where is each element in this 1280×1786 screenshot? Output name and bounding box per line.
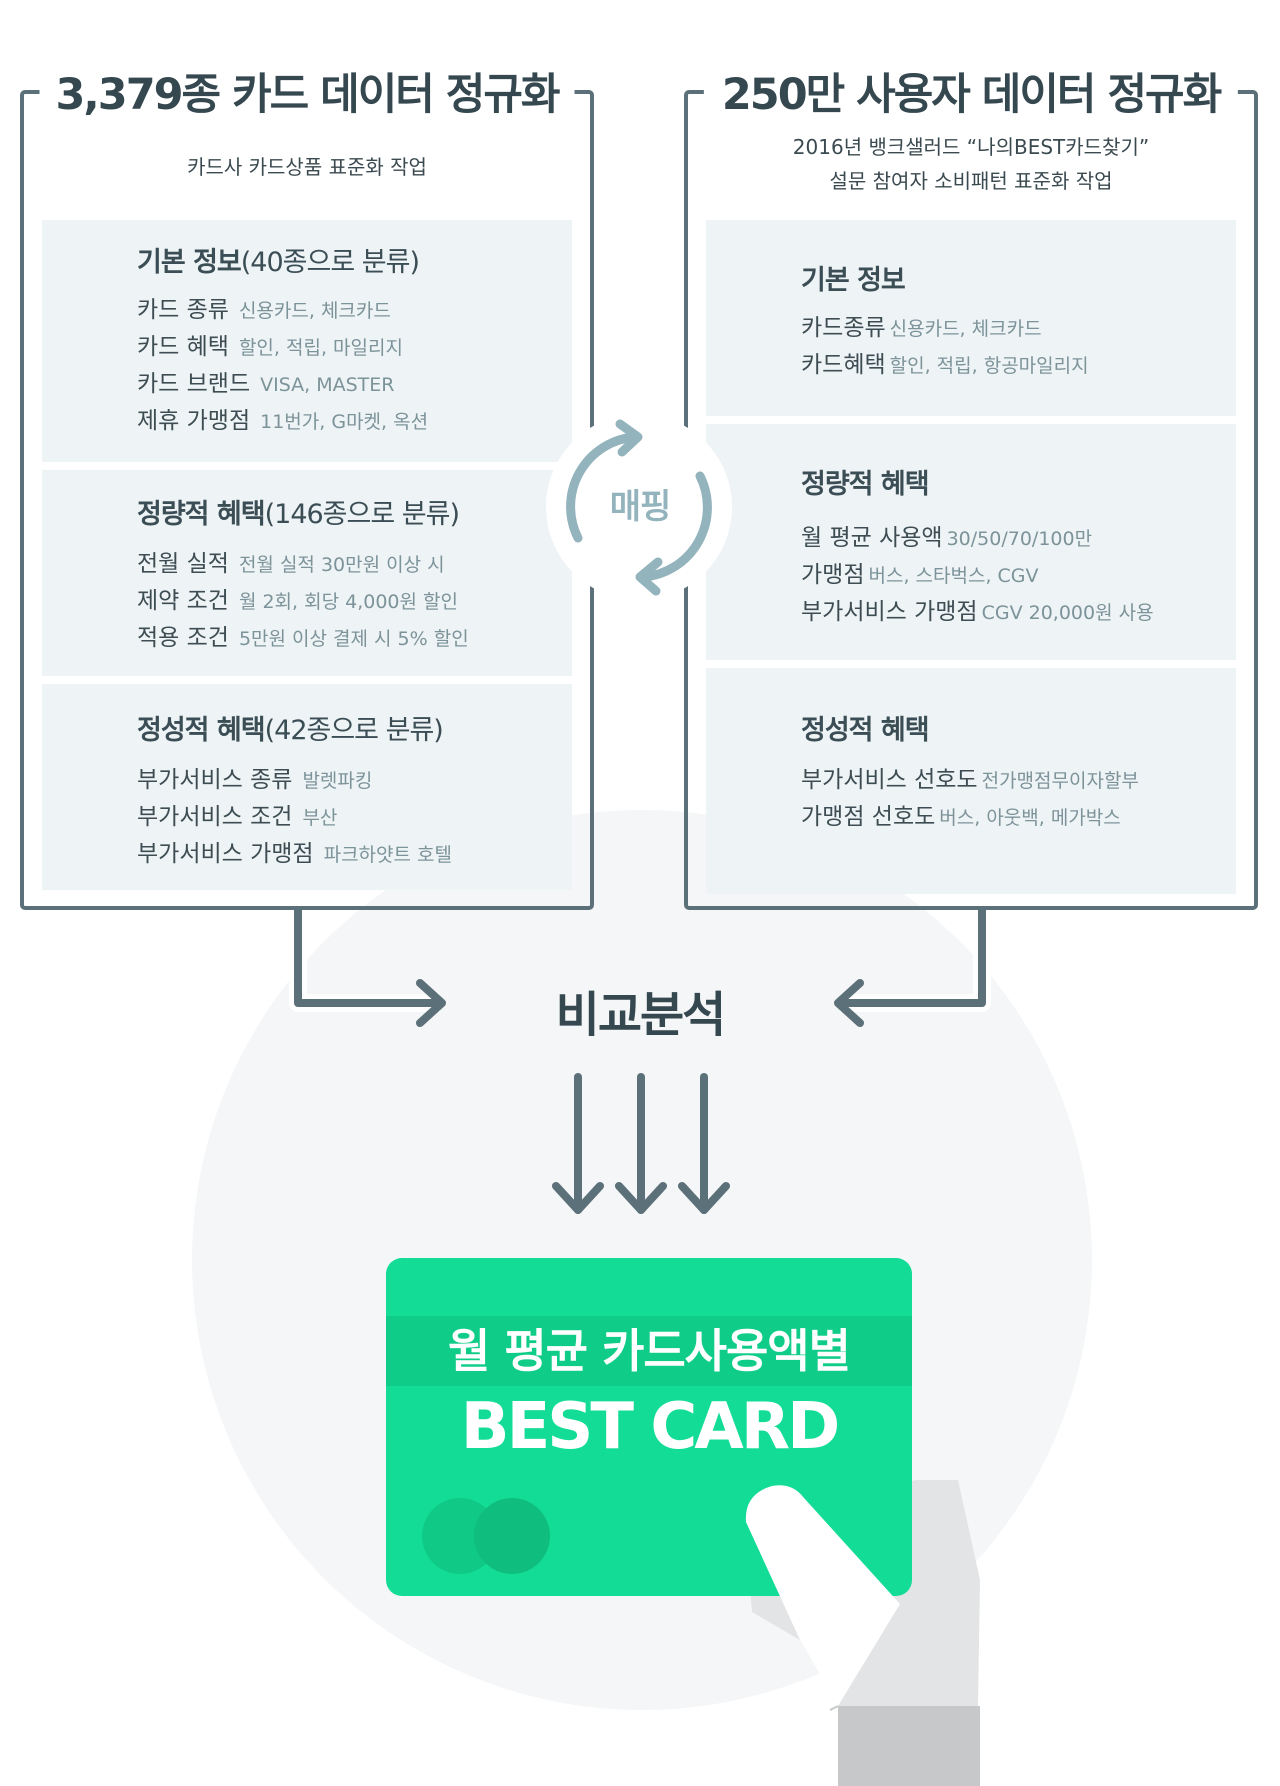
arrow-right-icon bbox=[289, 910, 446, 1027]
card-band bbox=[386, 1316, 912, 1386]
compare-analysis-label: 비교분석 bbox=[555, 987, 727, 1043]
card-data-title: 3,379종 카드 데이터 정규화 bbox=[39, 60, 575, 122]
user-data-subtitle: 2016년 뱅크샐러드 “나의BEST카드찾기” 설문 참여자 소비패턴 표준화… bbox=[792, 135, 1150, 193]
qualitative-title: 정성적 혜택(42종으로 분류) bbox=[137, 715, 444, 746]
quantitative-title: 정량적 혜택 bbox=[801, 469, 930, 500]
card-data-subtitle: 카드사 카드상품 표준화 작업 bbox=[187, 155, 427, 179]
basic-info-title: 기본 정보 bbox=[801, 265, 906, 296]
card-headline: 월 평균 카드사용액별 bbox=[448, 1324, 851, 1378]
arrow-down-icon bbox=[552, 1073, 730, 1214]
user-data-panel: 250만 사용자 데이터 정규화 2016년 뱅크샐러드 “나의BEST카드찾기… bbox=[684, 60, 1258, 910]
card-logo-icon bbox=[474, 1498, 550, 1574]
card-data-panel: 3,379종 카드 데이터 정규화 카드사 카드상품 표준화 작업 기본 정보(… bbox=[20, 60, 594, 910]
mapping-label: 매핑 bbox=[609, 487, 672, 527]
arrow-left-icon bbox=[834, 910, 991, 1027]
mapping-cycle-icon bbox=[546, 414, 732, 600]
card-title: BEST CARD bbox=[460, 1390, 840, 1464]
quantitative-title: 정량적 혜택(146종으로 분류) bbox=[137, 499, 460, 530]
basic-info-title: 기본 정보(40종으로 분류) bbox=[137, 247, 420, 278]
best-card: 월 평균 카드사용액별 BEST CARD bbox=[386, 1258, 912, 1596]
qualitative-title: 정성적 혜택 bbox=[801, 715, 930, 746]
user-data-title: 250만 사용자 데이터 정규화 bbox=[703, 60, 1239, 122]
